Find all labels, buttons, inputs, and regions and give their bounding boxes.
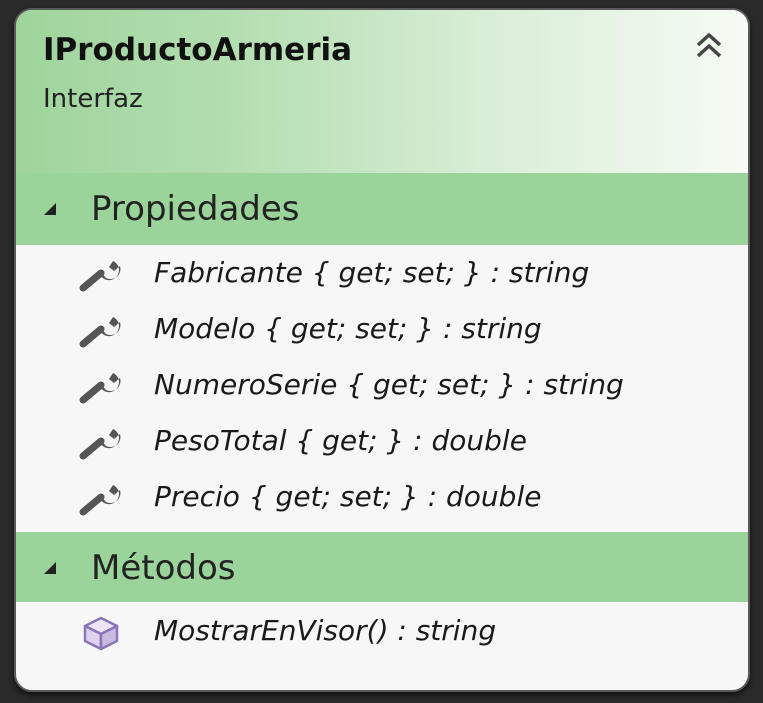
class-header: IProductoArmeria Interfaz	[16, 10, 748, 174]
expanded-triangle-icon[interactable]	[42, 201, 58, 217]
wrench-icon	[79, 257, 123, 293]
methods-label: Métodos	[91, 548, 236, 588]
expanded-triangle-icon[interactable]	[42, 560, 58, 576]
method-signature: MostrarEnVisor() : string	[154, 614, 497, 647]
property-item[interactable]: PesoTotal { get; } : double	[16, 416, 748, 472]
class-diagram-box: IProductoArmeria Interfaz Propiedades Fa…	[14, 8, 750, 692]
collapse-chevrons-icon[interactable]	[692, 28, 726, 62]
wrench-icon	[79, 425, 123, 461]
methods-section-header[interactable]: Métodos	[16, 532, 748, 602]
method-cube-icon	[79, 615, 123, 651]
class-kind: Interfaz	[43, 84, 143, 114]
properties-section-header[interactable]: Propiedades	[16, 173, 748, 245]
property-item[interactable]: Fabricante { get; set; } : string	[16, 248, 748, 304]
class-name: IProductoArmeria	[43, 32, 353, 68]
property-signature: Modelo { get; set; } : string	[154, 312, 542, 345]
wrench-icon	[79, 313, 123, 349]
property-item[interactable]: Modelo { get; set; } : string	[16, 304, 748, 360]
wrench-icon	[79, 481, 123, 517]
property-item[interactable]: Precio { get; set; } : double	[16, 472, 748, 528]
property-signature: Fabricante { get; set; } : string	[154, 256, 590, 289]
method-item[interactable]: MostrarEnVisor() : string	[16, 606, 748, 662]
property-signature: Precio { get; set; } : double	[154, 480, 542, 513]
property-signature: NumeroSerie { get; set; } : string	[154, 368, 624, 401]
property-item[interactable]: NumeroSerie { get; set; } : string	[16, 360, 748, 416]
properties-label: Propiedades	[91, 189, 300, 229]
property-signature: PesoTotal { get; } : double	[154, 424, 527, 457]
wrench-icon	[79, 369, 123, 405]
